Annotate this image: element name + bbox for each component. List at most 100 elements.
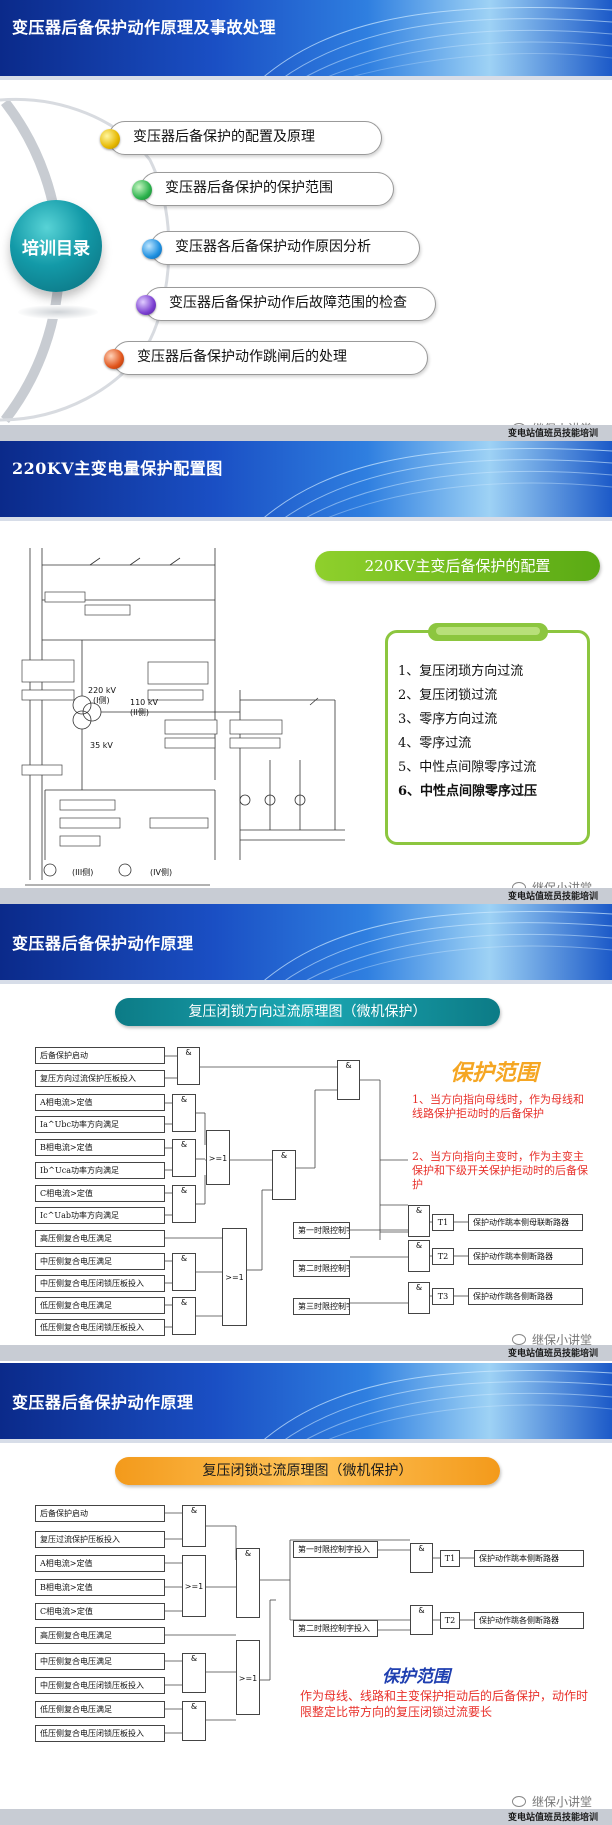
green-dot-icon xyxy=(132,180,152,200)
logic-input: Ib^Uca功率方向满足 xyxy=(35,1162,165,1179)
logic-input: 低压侧复合电压满足 xyxy=(35,1701,165,1718)
and-gate: & xyxy=(236,1548,260,1618)
wechat-icon xyxy=(511,1334,526,1345)
diagram-subtitle: 复压闭锁过流原理图（微机保护） xyxy=(115,1457,500,1485)
logic-input: 高压侧复合电压满足 xyxy=(35,1230,165,1247)
or-gate: >=1 xyxy=(182,1555,206,1617)
footer-org: 变电站值班员技能培训 xyxy=(507,429,598,439)
slide-banner: 变压器后备保护动作原理及事故处理 xyxy=(0,0,612,80)
toc-item-label: 变压器各后备保护动作原因分析 xyxy=(175,239,371,255)
config-item: 4、零序过流 xyxy=(398,736,472,751)
toc-item-label: 变压器后备保护动作跳闸后的处理 xyxy=(137,349,347,365)
toc-circle-shadow xyxy=(18,305,98,319)
logic-input: Ic^Uab功率方向满足 xyxy=(35,1207,165,1224)
toc-item-label: 变压器后备保护动作后故障范围的检查 xyxy=(169,295,407,311)
config-item: 6、中性点间隙零序过压 xyxy=(398,784,538,799)
and-gate: & xyxy=(408,1240,430,1272)
config-item: 1、复压闭琐方向过流 xyxy=(398,664,524,679)
logic-input: 中压侧复合电压满足 xyxy=(35,1253,165,1270)
and-gate: & xyxy=(408,1282,430,1314)
toc-item-label: 变压器后备保护的保护范围 xyxy=(165,180,333,196)
logic-input: B相电流>定值 xyxy=(35,1139,165,1156)
config-item: 3、零序方向过流 xyxy=(398,712,498,727)
and-gate: & xyxy=(408,1205,430,1237)
slide-footer: 变电站值班员技能培训 xyxy=(0,1809,612,1825)
action-box: 保护动作跳各侧断路器 xyxy=(468,1288,583,1305)
toc-item-1[interactable]: 变压器后备保护的配置及原理 xyxy=(108,121,382,155)
slide-banner: 变压器后备保护动作原理 xyxy=(0,904,612,984)
time-control-box: 第二时限控制字投入 xyxy=(293,1260,350,1277)
action-box: 保护动作跳各侧断路器 xyxy=(474,1612,584,1629)
page-title: 变压器后备保护动作原理及事故处理 xyxy=(12,18,277,37)
and-gate: & xyxy=(172,1253,196,1291)
logic-input: A相电流>定值 xyxy=(35,1555,165,1572)
logic-input: 后备保护启动 xyxy=(35,1505,165,1522)
and-gate: & xyxy=(182,1701,206,1741)
or-gate: >=1 xyxy=(222,1228,247,1326)
yellow-dot-icon xyxy=(100,129,120,149)
timer-box: T1 xyxy=(440,1550,460,1567)
toc-item-4[interactable]: 变压器后备保护动作后故障范围的检查 xyxy=(144,287,436,321)
banner-swirl-graphic xyxy=(259,448,612,521)
logic-input: 低压侧复合电压闭锁压板投入 xyxy=(35,1319,165,1336)
footer-org: 变电站值班员技能培训 xyxy=(507,892,598,902)
timer-box: T3 xyxy=(432,1288,454,1305)
and-gate: & xyxy=(272,1150,296,1200)
logic-input: Ia^Ubc功率方向满足 xyxy=(35,1116,165,1133)
or-gate: >=1 xyxy=(206,1130,230,1185)
timer-box: T2 xyxy=(440,1612,460,1629)
config-list-box xyxy=(385,630,590,845)
orange-dot-icon xyxy=(104,349,124,369)
and-gate: & xyxy=(177,1047,200,1085)
watermark-account: 继保小讲堂 xyxy=(531,1333,592,1347)
diagram-subtitle: 复压闭锁方向过流原理图（微机保护） xyxy=(115,998,500,1026)
page-title: 变压器后备保护动作原理 xyxy=(12,934,194,953)
slide-footer: 变电站值班员技能培训 xyxy=(0,888,612,904)
wechat-watermark: 继保小讲堂 xyxy=(511,1331,592,1348)
time-control-box: 第三时限控制字投入 xyxy=(293,1298,350,1315)
logic-input: 后备保护启动 xyxy=(35,1047,165,1064)
footer-org: 变电站值班员技能培训 xyxy=(507,1349,598,1359)
and-gate: & xyxy=(410,1605,433,1635)
toc-item-label: 变压器后备保护的配置及原理 xyxy=(133,129,315,145)
banner-swirl-graphic xyxy=(259,1370,612,1443)
logic-input: C相电流>定值 xyxy=(35,1185,165,1202)
watermark-account: 继保小讲堂 xyxy=(531,1795,592,1809)
and-gate: & xyxy=(182,1505,206,1547)
toc-circle: 培训目录 xyxy=(10,200,102,292)
and-gate: & xyxy=(172,1139,196,1177)
page-title: 变压器后备保护动作原理 xyxy=(12,1393,194,1412)
scroll-ornament xyxy=(428,623,548,641)
logic-input: 中压侧复合电压满足 xyxy=(35,1653,165,1670)
toc-item-2[interactable]: 变压器后备保护的保护范围 xyxy=(140,172,394,206)
and-gate: & xyxy=(337,1060,360,1100)
logic-input: 中压侧复合电压闭锁压板投入 xyxy=(35,1677,165,1694)
slide-banner: 220KV主变电量保护配置图 xyxy=(0,441,612,521)
slide-voltage-blocked-overcurrent: 变压器后备保护动作原理 xyxy=(0,1355,612,1823)
purple-dot-icon xyxy=(136,295,156,315)
or-gate: >=1 xyxy=(236,1640,260,1715)
scope-point: 2、当方向指向主变时，作为主变主保护和下级开关保护拒动时的后备保护 xyxy=(412,1150,588,1191)
logic-input: 低压侧复合电压满足 xyxy=(35,1297,165,1314)
slide-banner: 变压器后备保护动作原理 xyxy=(0,1363,612,1443)
slide-footer: 变电站值班员技能培训 xyxy=(0,1345,612,1361)
and-gate: & xyxy=(410,1543,433,1573)
banner-swirl-graphic xyxy=(259,7,612,80)
config-item: 2、复压闭锁过流 xyxy=(398,688,498,703)
logic-input: 中压侧复合电压闭锁压板投入 xyxy=(35,1275,165,1292)
toc-item-5[interactable]: 变压器后备保护动作跳闸后的处理 xyxy=(112,341,428,375)
banner-swirl-graphic xyxy=(259,911,612,984)
time-control-box: 第一时限控制字投入 xyxy=(293,1541,378,1558)
config-item: 5、中性点间隙零序过流 xyxy=(398,760,537,775)
and-gate: & xyxy=(172,1185,196,1223)
logic-input: A相电流>定值 xyxy=(35,1094,165,1111)
toc-item-3[interactable]: 变压器各后备保护动作原因分析 xyxy=(150,231,420,265)
scope-title: 保护范围 xyxy=(382,1667,450,1687)
scope-description: 作为母线、线路和主变保护拒动后的后备保护，动作时限整定比带方向的复压闭锁过流要长 xyxy=(300,1689,589,1719)
and-gate: & xyxy=(172,1094,196,1132)
wechat-watermark: 继保小讲堂 xyxy=(511,1793,592,1810)
action-box: 保护动作跳本侧断路器 xyxy=(474,1550,584,1567)
logic-input: 低压侧复合电压闭锁压板投入 xyxy=(35,1725,165,1742)
wechat-icon xyxy=(511,1796,526,1807)
toc-circle-label: 培训目录 xyxy=(22,238,90,259)
